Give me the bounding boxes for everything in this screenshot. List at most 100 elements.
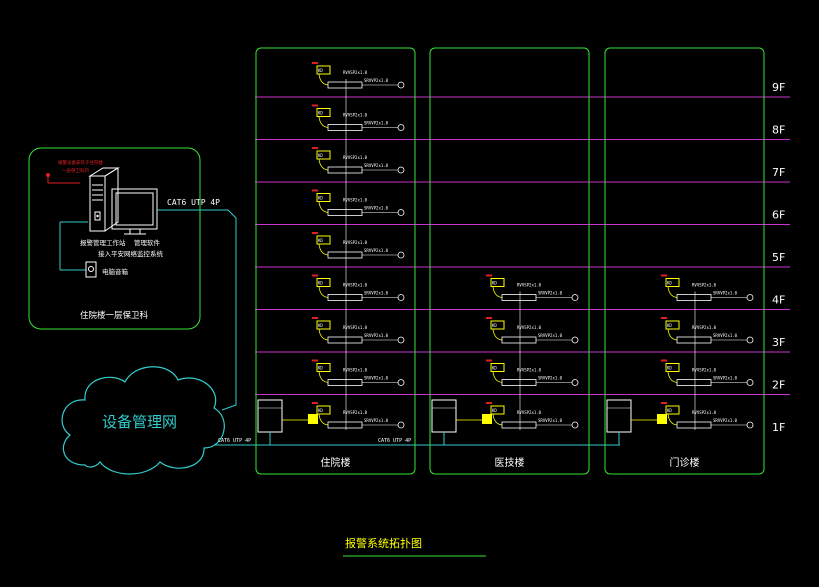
- floor-cable-code: RVVSP2x1.0: [343, 198, 368, 203]
- detector-icon: [397, 209, 405, 216]
- cable-spec: SRVVP2x1.0: [364, 163, 389, 168]
- terminal-block: [327, 336, 363, 344]
- cable-spec: SRVVP2x1.0: [364, 78, 389, 83]
- diagram-title: 报警系统拓扑图: [345, 536, 422, 550]
- cable-spec: SRVVP2x1.0: [364, 248, 389, 253]
- module-code: KD: [318, 281, 323, 286]
- module-code: KD: [492, 323, 497, 328]
- detector-icon: [397, 421, 405, 429]
- monitor-icon: [111, 188, 158, 235]
- floor-cable-code: RVVSP2x1.0: [692, 325, 717, 330]
- detector-icon: [397, 294, 405, 301]
- module-lead: [318, 73, 329, 86]
- trunk-cable: CAT6 UTP 4P CAT6 UTP 4P: [214, 438, 620, 446]
- cable-spec: SRVVP2x1.0: [538, 418, 563, 423]
- cable-spec: SRVVP2x1.0: [364, 206, 389, 211]
- terminal-block: [327, 81, 363, 89]
- alarm-module-icon: [316, 65, 331, 75]
- module-code: KD: [318, 323, 323, 328]
- floor-cable-code: RVVSP2x1.0: [517, 325, 542, 330]
- alarm-module-icon: [316, 278, 331, 287]
- office-frame: [28, 147, 201, 330]
- detector-icon: [571, 379, 579, 386]
- floor-cable-code: RVVSP2x1.0: [343, 325, 368, 330]
- detector-icon: [746, 421, 754, 429]
- detector-icon: [397, 166, 405, 174]
- module-code: KD: [318, 366, 323, 371]
- cable-spec: SRVVP2x1.0: [713, 291, 738, 296]
- floor-cable-code: RVVSP2x1.0: [517, 410, 542, 415]
- module-lead: [667, 371, 678, 383]
- terminal-block: [327, 379, 363, 386]
- terminal-block: [327, 251, 363, 259]
- module-lead: [318, 371, 329, 383]
- detector-icon: [397, 124, 405, 131]
- alarm-module-icon: [665, 278, 680, 287]
- speaker-icon: [85, 261, 97, 278]
- office-note-line1: 报警设备安装于住院楼: [58, 159, 103, 166]
- floor-label: 9F: [772, 81, 785, 94]
- floor-cable-code: RVVSP2x1.0: [343, 240, 368, 245]
- detector-icon: [746, 294, 754, 301]
- cable-spec: SRVVP2x1.0: [364, 121, 389, 126]
- terminal-block: [676, 379, 712, 386]
- terminal-block: [327, 294, 363, 301]
- building-frame: [429, 47, 590, 475]
- detector-icon: [746, 336, 754, 344]
- detector-icon: [397, 379, 405, 386]
- security-office-panel: 报警设备安装于住院楼 一层保卫科内 报警管理工作站 管理软件 接入平安网络监控系…: [28, 147, 201, 330]
- alarm-module-icon: [316, 108, 331, 117]
- module-lead: [492, 286, 503, 298]
- detector-icon: [397, 251, 405, 259]
- alarm-module-icon: [665, 363, 680, 372]
- module-code: KD: [318, 238, 323, 243]
- module-lead: [318, 286, 329, 298]
- module-lead: [492, 371, 503, 383]
- equipment-network-cloud: 设备管理网: [61, 366, 225, 475]
- floor-label: 7F: [772, 166, 785, 179]
- office-caption: 住院楼一层保卫科: [80, 310, 149, 321]
- floor-label: 5F: [772, 251, 785, 264]
- module-code: KD: [318, 408, 323, 413]
- alarm-controller-box: [606, 399, 632, 433]
- module-code: KD: [492, 366, 497, 371]
- building-frame: [604, 47, 765, 475]
- floor-label: 8F: [772, 124, 785, 137]
- terminal-block: [676, 336, 712, 344]
- module-lead: [492, 413, 503, 426]
- module-code: KD: [318, 68, 323, 73]
- floor-cable-code: RVVSP2x1.0: [343, 410, 368, 415]
- module-lead: [667, 413, 678, 426]
- floor-cable-code: RVVSP2x1.0: [517, 283, 542, 288]
- cable-spec: SRVVP2x1.0: [538, 291, 563, 296]
- module-lead: [318, 243, 329, 256]
- building-name: 门诊楼: [670, 456, 700, 469]
- module-lead: [318, 158, 329, 171]
- module-code: KD: [667, 366, 672, 371]
- module-code: KD: [667, 408, 672, 413]
- diagram-title-block: 报警系统拓扑图: [343, 536, 486, 557]
- network-module-icon: [657, 414, 667, 424]
- trunk-cable-label-1: CAT6 UTP 4P: [218, 438, 251, 444]
- uplink-cable-label: CAT6 UTP 4P: [167, 198, 220, 207]
- alarm-module-icon: [316, 320, 331, 330]
- office-note-line2: 一层保卫科内: [62, 167, 89, 174]
- alarm-controller-box: [431, 399, 457, 433]
- network-module-icon: [482, 414, 492, 424]
- network-access-label: 接入平安网络监控系统: [98, 249, 164, 258]
- alarm-module-icon: [665, 405, 680, 415]
- floor-label: 1F: [772, 421, 785, 434]
- module-code: KD: [492, 408, 497, 413]
- cable-spec: SRVVP2x1.0: [364, 418, 389, 423]
- cable-spec: SRVVP2x1.0: [713, 418, 738, 423]
- alarm-module-icon: [316, 405, 331, 415]
- module-code: KD: [492, 281, 497, 286]
- floor-label: 6F: [772, 209, 785, 222]
- detector-icon: [571, 421, 579, 429]
- terminal-block: [327, 166, 363, 174]
